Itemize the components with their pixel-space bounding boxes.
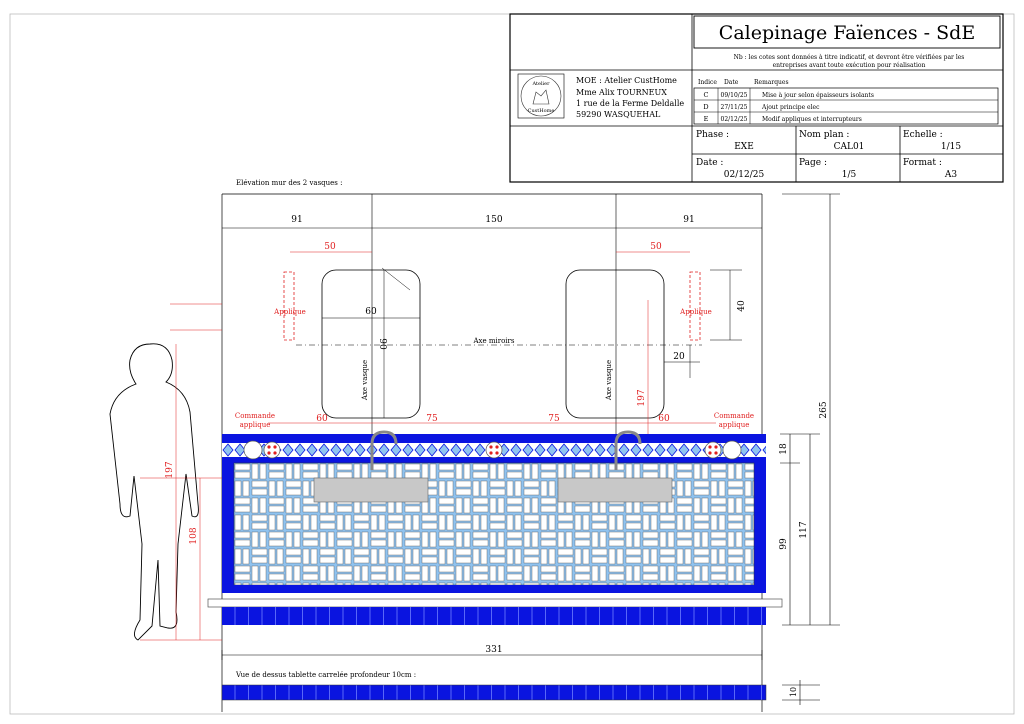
basin-right bbox=[557, 477, 673, 503]
svg-text:D: D bbox=[703, 103, 708, 111]
basin-left bbox=[313, 477, 429, 503]
dim-mirror-width: 60 bbox=[365, 307, 377, 317]
elevation-title: Elévation mur des 2 vasques : bbox=[236, 179, 342, 187]
svg-text:09/10/25: 09/10/25 bbox=[721, 92, 748, 99]
mirror-left bbox=[321, 269, 421, 419]
commande-left-line2: applique bbox=[240, 421, 271, 429]
note-line-1: Nb : les cotes sont données à titre indi… bbox=[734, 54, 965, 61]
switch-center bbox=[485, 441, 503, 459]
title-block: Calepinage Faïences - SdE Nb : les cotes… bbox=[509, 13, 1004, 183]
moe-line-3: 1 rue de la Ferme Deldalle bbox=[576, 99, 684, 108]
drawing-title: Calepinage Faïences - SdE bbox=[719, 22, 975, 44]
svg-text:Modif appliques et interrupteu: Modif appliques et interrupteurs bbox=[762, 116, 862, 123]
mirror-right bbox=[565, 269, 665, 419]
scale-label: Echelle : bbox=[903, 130, 943, 140]
moe-line-4: 59290 WASQUEHAL bbox=[576, 110, 661, 119]
applique-left bbox=[283, 271, 295, 341]
rev-header-indice: Indice bbox=[698, 79, 717, 86]
dim-total-height: 265 bbox=[819, 401, 829, 418]
switch-right bbox=[704, 440, 742, 460]
rev-header-remarques: Remarques bbox=[754, 79, 789, 86]
dim-top-mid: 150 bbox=[485, 215, 502, 225]
note-line-2: entreprises avant toute exécution pour r… bbox=[773, 62, 926, 69]
dim-mirror-gap: 20 bbox=[673, 352, 685, 362]
switch-left bbox=[243, 440, 281, 460]
skirting-tiles bbox=[222, 607, 766, 625]
dim-red-60-right: 60 bbox=[658, 414, 670, 424]
tiled-vanity bbox=[222, 434, 766, 593]
phase-value: EXE bbox=[734, 142, 754, 152]
rev-header-date: Date bbox=[724, 79, 739, 86]
page-label: Page : bbox=[799, 158, 827, 168]
logo-text-top: Atelier bbox=[531, 81, 550, 87]
dim-mirror-offset: 40 bbox=[737, 300, 747, 312]
svg-text:02/12/25: 02/12/25 bbox=[721, 116, 748, 123]
dim-top-view-depth: 10 bbox=[789, 687, 798, 697]
page-value: 1/5 bbox=[842, 170, 857, 180]
svg-text:E: E bbox=[704, 115, 709, 123]
basin-axis-right-label: Axe vasque bbox=[605, 360, 613, 401]
basin-axis-left-label: Axe vasque bbox=[361, 360, 369, 401]
logo: Atelier CustHome bbox=[517, 73, 565, 119]
svg-text:C: C bbox=[704, 91, 709, 99]
faucet-left bbox=[370, 430, 398, 470]
dim-red-197-right: 197 bbox=[637, 389, 647, 406]
applique-right-label: Applique bbox=[679, 308, 712, 316]
plan-value: CAL01 bbox=[834, 142, 865, 152]
moe-line-1: MOE : Atelier CustHome bbox=[576, 76, 677, 85]
plan-label: Nom plan : bbox=[799, 130, 849, 140]
dim-band: 18 bbox=[779, 443, 789, 455]
dim-person-197: 197 bbox=[165, 461, 175, 478]
date-value: 02/12/25 bbox=[724, 170, 765, 180]
moe-line-2: Mme Alix TOURNEUX bbox=[576, 88, 667, 97]
dim-applique-left: 50 bbox=[324, 242, 336, 252]
dim-top-right: 91 bbox=[683, 215, 694, 225]
dim-top-left: 91 bbox=[291, 215, 302, 225]
dim-applique-right: 50 bbox=[650, 242, 662, 252]
commande-right-line1: Commande bbox=[714, 412, 754, 420]
phase-label: Phase : bbox=[696, 130, 729, 140]
applique-right bbox=[689, 271, 701, 341]
date-label: Date : bbox=[696, 158, 723, 168]
applique-left-label: Applique bbox=[273, 308, 306, 316]
commande-right-line2: applique bbox=[719, 421, 750, 429]
svg-text:27/11/25: 27/11/25 bbox=[721, 104, 748, 111]
faucet-right bbox=[614, 430, 642, 470]
logo-text-bottom: CustHome bbox=[528, 108, 555, 114]
format-label: Format : bbox=[903, 158, 942, 168]
svg-text:Mise à jour selon épaisseurs i: Mise à jour selon épaisseurs isolants bbox=[762, 92, 874, 99]
mirror-axis-label: Axe miroirs bbox=[473, 337, 515, 345]
dim-person-108: 108 bbox=[189, 527, 199, 544]
top-view-shelf bbox=[221, 684, 767, 701]
revision-row: D 27/11/25 Ajout principe elec bbox=[703, 103, 820, 111]
revision-row: E 02/12/25 Modif appliques et interrupte… bbox=[704, 115, 862, 123]
svg-text:Ajout principe elec: Ajout principe elec bbox=[761, 104, 820, 111]
person-silhouette bbox=[109, 343, 199, 641]
format-value: A3 bbox=[944, 170, 957, 180]
dim-tiled-height: 117 bbox=[799, 521, 809, 538]
commande-left-line1: Commande bbox=[235, 412, 275, 420]
dim-mirror-height: 90 bbox=[377, 338, 387, 350]
dim-red-75-left: 75 bbox=[426, 414, 438, 424]
revision-row: C 09/10/25 Mise à jour selon épaisseurs … bbox=[704, 91, 874, 99]
dim-total-width: 331 bbox=[485, 645, 502, 655]
top-view-title: Vue de dessus tablette carrelée profonde… bbox=[235, 671, 416, 679]
dim-counter-height: 99 bbox=[779, 538, 789, 550]
dim-red-75-right: 75 bbox=[548, 414, 560, 424]
dim-red-60-left: 60 bbox=[316, 414, 328, 424]
scale-value: 1/15 bbox=[941, 142, 961, 152]
countertop-ledge bbox=[207, 598, 783, 608]
